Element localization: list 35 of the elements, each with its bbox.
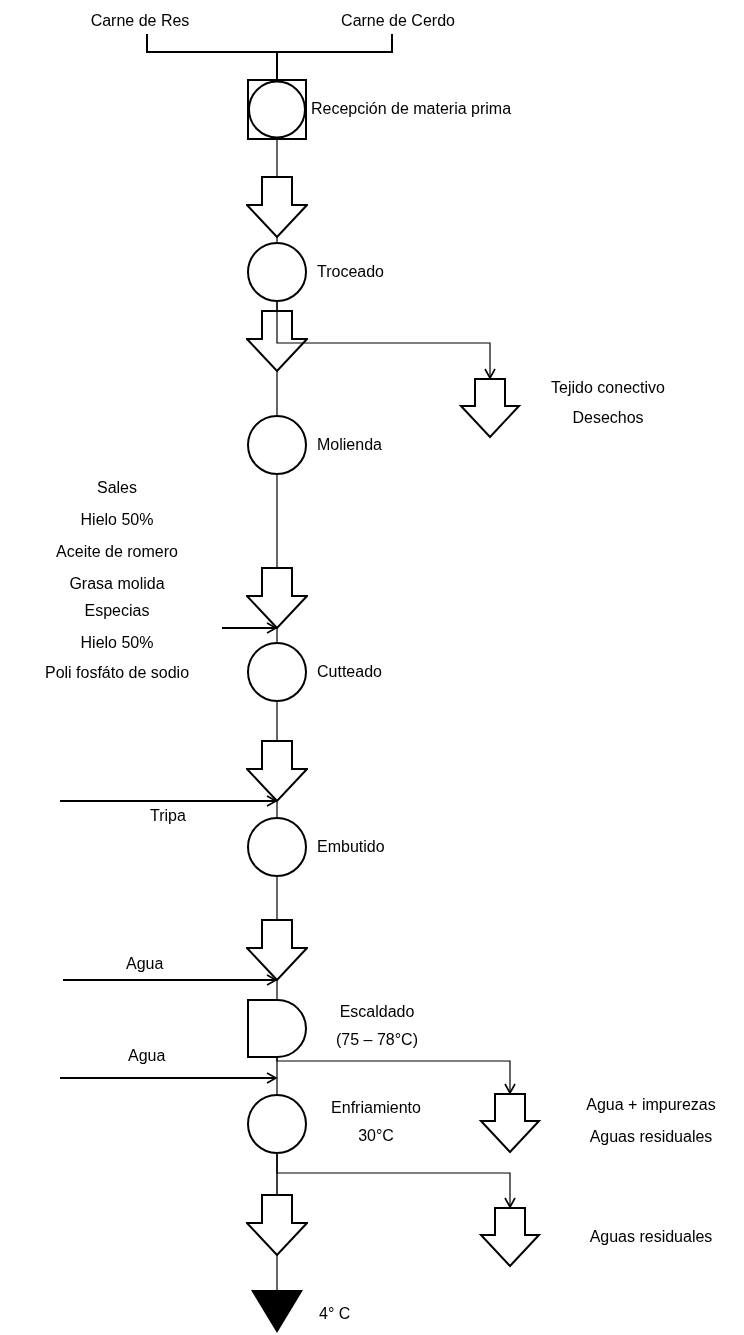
output-arrow [276,301,496,379]
step-label: Enfriamiento [330,1098,422,1118]
output-arrow [276,1057,516,1094]
step-label: Recepción de materia prima [311,99,513,119]
temperature-label: 4° C [319,1304,352,1324]
input-arrow [221,622,277,634]
output-arrow [276,1153,516,1208]
ingredient-label: Sales [96,478,138,498]
step-label: 30°C [357,1126,395,1146]
input-arrow [62,974,277,986]
edge-label: Agua [124,954,166,974]
output-label: Desechos [571,408,645,428]
ingredient-label: Hielo 50% [79,510,155,530]
connector-line [276,33,393,80]
output-label: Aguas residuales [588,1127,714,1147]
step-label: Troceado [317,262,385,282]
edge-label: Agua [126,1046,168,1066]
ingredient-label: Especias [83,601,151,621]
ingredient-label: Grasa molida [68,574,166,594]
output-label: Tejido conectivo [550,378,666,398]
step-label: Cutteado [317,662,383,682]
edge-label: Tripa [148,806,188,826]
output-label: Aguas residuales [588,1227,714,1247]
input-arrow [59,1072,277,1084]
step-label: Escaldado [338,1002,416,1022]
ingredient-label: Aceite de romero [55,542,179,562]
output-label: Agua + impurezas [585,1095,717,1115]
source-label: Carne de Cerdo [340,11,456,31]
step-label: (75 – 78°C) [335,1030,419,1050]
ingredient-label: Hielo 50% [79,633,155,653]
source-label: Carne de Res [89,11,191,31]
step-label: Molienda [317,435,383,455]
step-label: Embutido [317,837,386,857]
input-arrow [59,795,277,807]
ingredient-label: Poli fosfáto de sodio [43,663,191,683]
